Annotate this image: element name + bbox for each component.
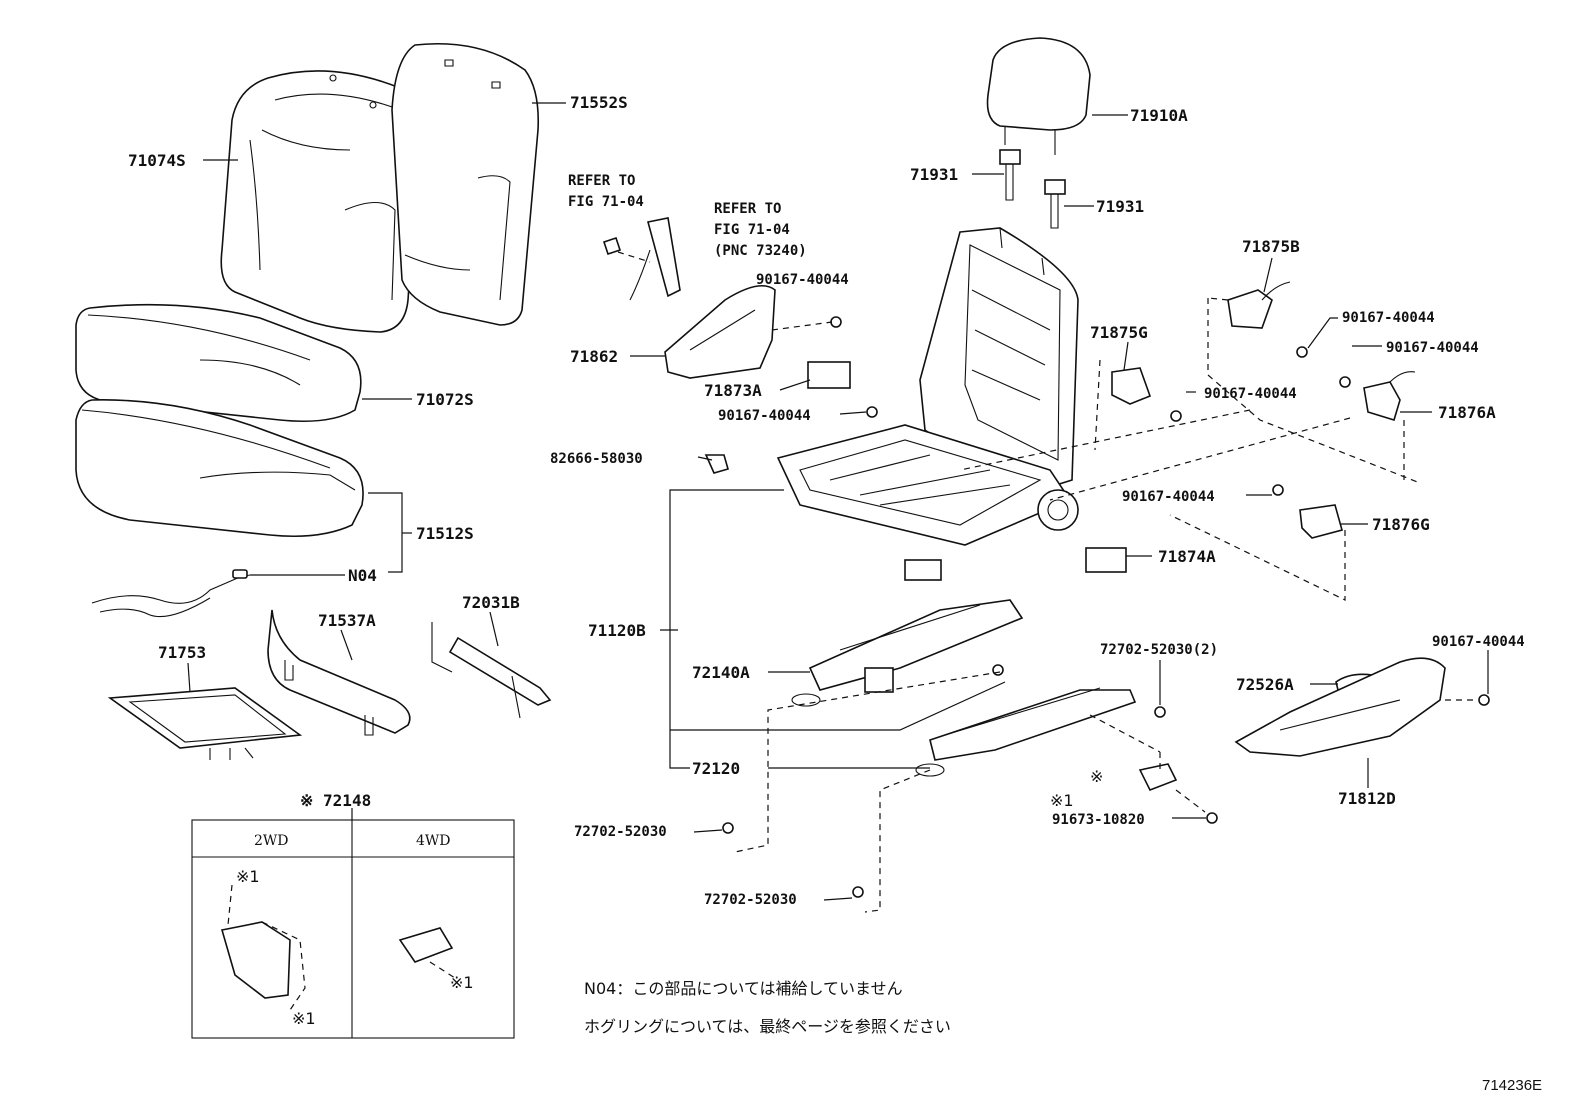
label-90167-e: 90167-40044 [1204,386,1297,402]
seat-frame-71120b [776,227,1079,581]
cushion-pad-71512s [75,399,364,537]
table-mark-a: ※1 [236,867,260,886]
label-71537a: 71537A [318,611,376,630]
label-71910a: 71910A [1130,106,1188,125]
cover-71876g [1299,504,1343,539]
bolts [722,316,1490,898]
seat-track-72140a [791,599,1024,707]
label-71876a: 71876A [1438,403,1496,422]
dashed-lines [617,251,1478,913]
headrest-guide-71931-left [999,149,1021,201]
leader-lines [187,102,1489,901]
seatback-cover-71074s [220,70,419,333]
label-71874a: 71874A [1158,547,1216,566]
label-91673: 91673-10820 [1052,812,1145,828]
label-71873a: 71873A [704,381,762,400]
note-hog-ring: ホグリングについては、最終ページを参照ください [584,1017,951,1036]
label-n04: N04 [348,566,377,585]
bracket-72031b [431,622,552,719]
seatbelt-buckle [602,217,681,301]
seat-track-72120 [915,687,1137,777]
label-71120b: 71120B [588,621,646,640]
bracket-71873a [807,361,851,389]
label-90167-g: 90167-40044 [1432,634,1525,650]
cover-71876a [1363,371,1416,422]
label-90167-b: 90167-40044 [718,408,811,424]
part-labels: 71074S 71552S 71072S 71512S N04 71537A 7… [128,93,1525,908]
variant-table-text: 2WD 4WD ※1 ※1 ※1 [236,833,474,1028]
ref-mark: ※ [1090,767,1103,786]
note-n04: N04：この部品については補給していません [584,979,903,998]
refer-1-line2: FIG 71-04 [568,194,644,210]
label-71753: 71753 [158,643,206,662]
label-71931-left: 71931 [910,165,958,184]
label-71931-right: 71931 [1096,197,1144,216]
label-72120: 72120 [692,759,740,778]
figure-code: 714236E [1482,1077,1542,1094]
label-71552s: 71552S [570,93,628,112]
label-71875b: 71875B [1242,237,1300,256]
side-shield-71862 [664,284,776,379]
cushion-frame-71753 [107,687,303,760]
refer-1-line1: REFER TO [568,173,635,189]
label-72148: ※ 72148 [300,791,371,810]
label-71512s: 71512S [416,524,474,543]
side-cover-71812d [1234,657,1446,757]
seatback-pad-71552s [391,42,540,326]
label-72031b: 72031B [462,593,520,612]
label-71074s: 71074S [128,151,186,170]
label-71876g: 71876G [1372,515,1430,534]
table-col-4wd: 4WD [416,833,451,849]
label-72140a: 72140A [692,663,750,682]
cover-71875g [1111,367,1152,405]
variant-table-72148 [191,819,515,1039]
side-cover-71537a [267,609,411,736]
heater-wire-n04 [91,569,251,618]
table-col-2wd: 2WD [254,833,289,849]
label-72702-a: 72702-52030 [574,824,667,840]
headrest-71910a [986,37,1091,155]
label-90167-f: 90167-40044 [1122,489,1215,505]
label-71072s: 71072S [416,390,474,409]
refer-2-line1: REFER TO [714,201,781,217]
label-90167-c: 90167-40044 [1342,310,1435,326]
label-71875g: 71875G [1090,323,1148,342]
ref-mark-1: ※1 [1050,791,1074,810]
label-71812d: 71812D [1338,789,1396,808]
label-90167-a: 90167-40044 [756,272,849,288]
cover-71875b [1227,281,1291,329]
table-mark-b: ※1 [292,1009,316,1028]
table-mark-c: ※1 [450,973,474,992]
label-72702-x2: 72702-52030(2) [1100,642,1218,658]
clip-82666 [704,454,729,474]
bracket-72148-ref [1138,763,1178,792]
refer-2-line2: FIG 71-04 [714,222,790,238]
label-72526a: 72526A [1236,675,1294,694]
refer-2-line3: (PNC 73240) [714,243,807,259]
label-90167-d: 90167-40044 [1386,340,1479,356]
label-82666: 82666-58030 [550,451,643,467]
headrest-guide-71931-right [1044,179,1066,229]
label-72702-b: 72702-52030 [704,892,797,908]
cushion-cover-71072s [75,303,362,423]
label-71862: 71862 [570,347,618,366]
bracket-71874a [1085,547,1127,573]
